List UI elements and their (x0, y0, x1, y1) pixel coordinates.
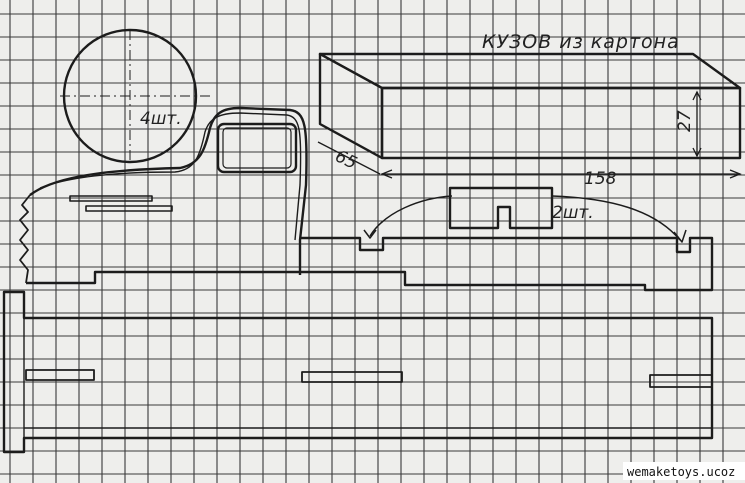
cab-window-inner (222, 127, 292, 169)
cab-side-outline (29, 106, 308, 275)
dim-arrow-height-top (692, 90, 702, 101)
chassis-step-outline (26, 236, 714, 292)
box-isometric-sketch (318, 52, 742, 160)
serrated-edge (19, 194, 31, 284)
dim-arrow-length-right (729, 169, 742, 179)
cab-side-outline-inner (39, 112, 302, 241)
arrow-right (551, 195, 681, 241)
dimension-length-label: 158 (584, 169, 617, 189)
dim-arrow-length-left (380, 169, 393, 179)
chassis-slot-1 (25, 369, 95, 381)
chassis-slot-2 (301, 371, 403, 383)
wheel-count-label: 4шт. (140, 109, 182, 129)
cab-window (216, 122, 298, 174)
dimension-height-label: 27 (675, 110, 695, 132)
arrow-left (369, 195, 453, 237)
dimension-depth-label: 65 (332, 146, 360, 173)
drawing-title: КУЗОВ из картона (482, 31, 680, 53)
slot-marking-2 (85, 205, 173, 212)
arrow-right-head (673, 229, 687, 243)
watermark-text: wemaketoys.ucoz (627, 465, 735, 479)
side-part-template (448, 186, 554, 230)
dim-arrow-height-bottom (692, 147, 702, 158)
chassis-slot-3 (649, 374, 713, 388)
watermark-box (623, 462, 745, 480)
part-count-label: 2шт. (552, 203, 594, 223)
dim-line-depth (317, 141, 381, 175)
chassis-plate-outline (2, 290, 714, 454)
slot-marking-1 (69, 195, 153, 202)
arrow-left-head (363, 229, 377, 239)
